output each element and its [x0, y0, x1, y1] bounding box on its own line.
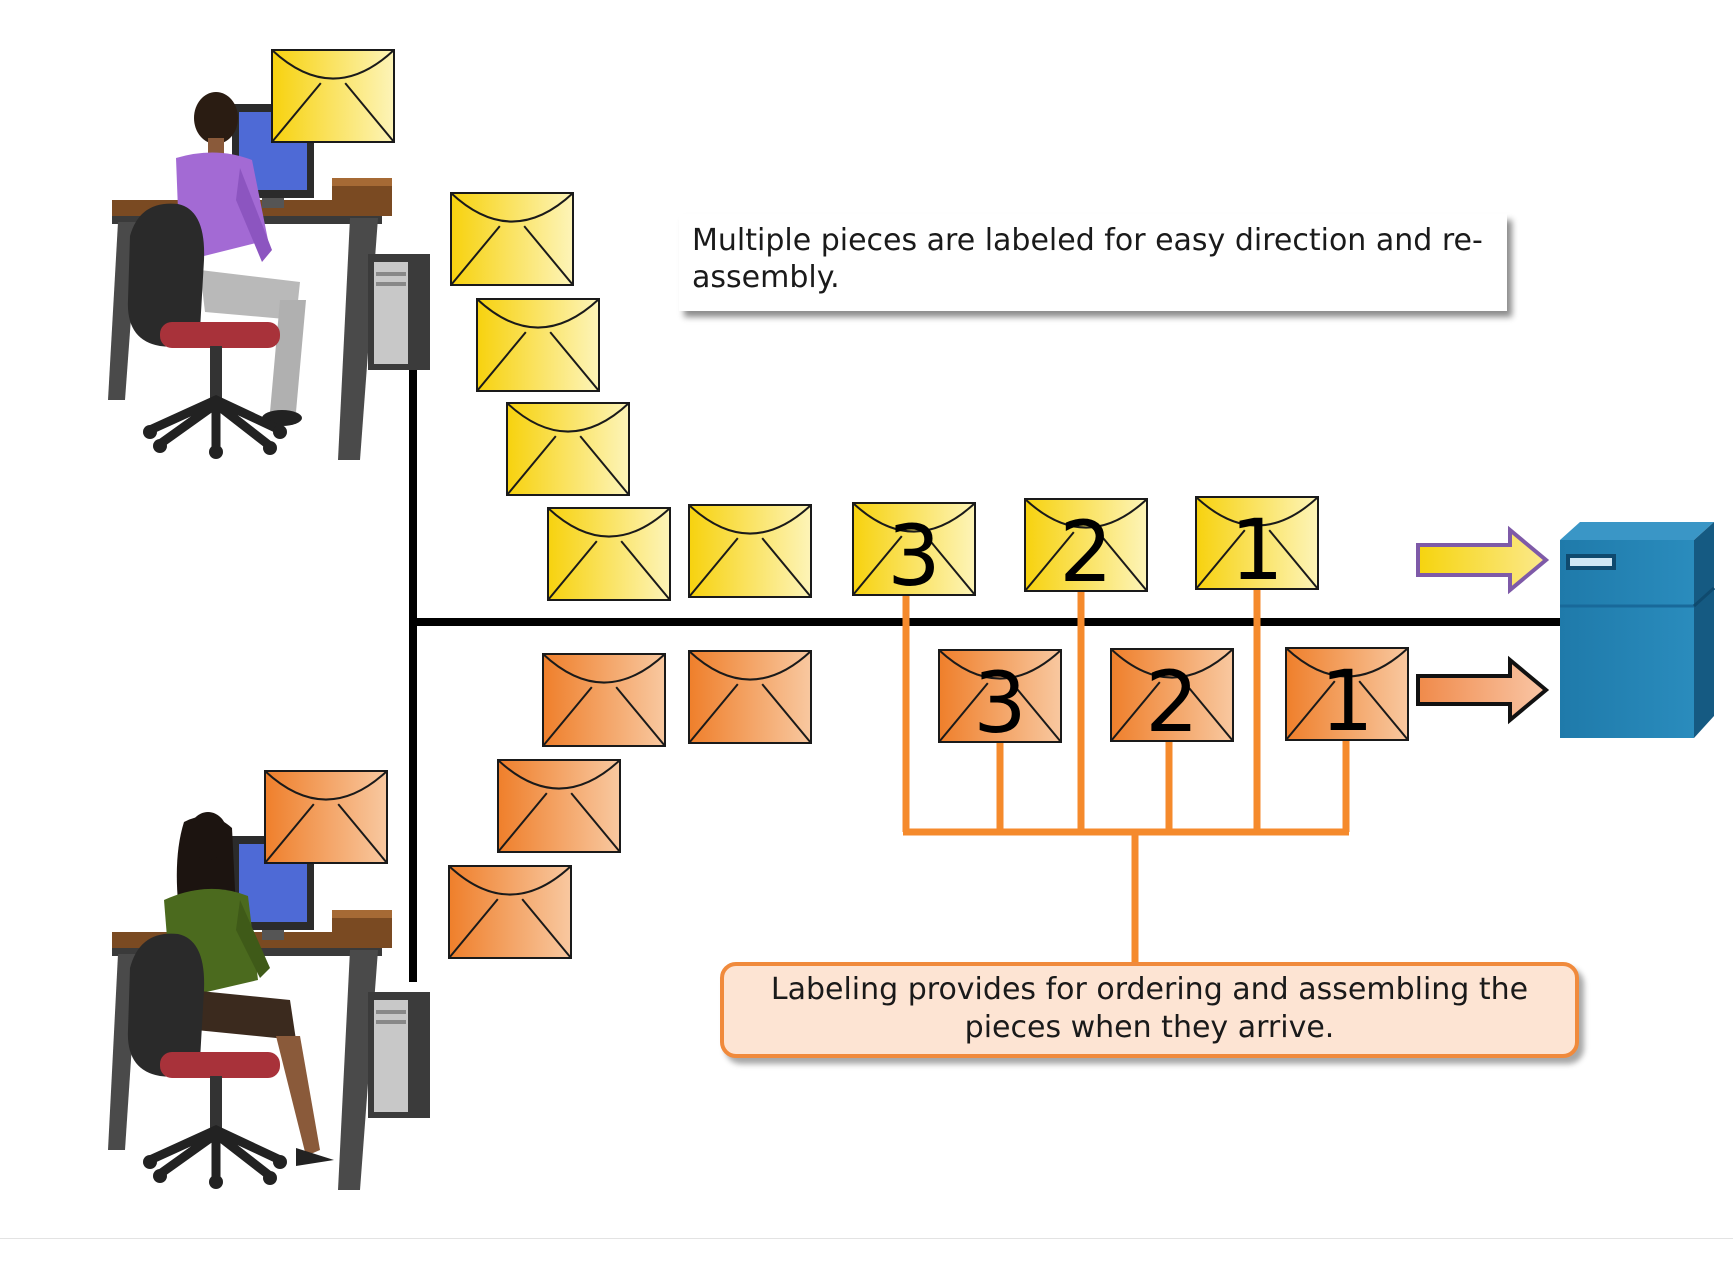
callout-top: Multiple pieces are labeled for easy dir… [679, 214, 1507, 311]
envelope-orange-labeled-2: 2 [1110, 648, 1234, 751]
computer-user-female-icon [108, 812, 430, 1190]
segment-number-label: 1 [1320, 652, 1373, 750]
envelope-orange [688, 650, 812, 744]
envelope-orange [448, 865, 572, 959]
envelope-yellow [506, 402, 630, 496]
callout-bottom: Labeling provides for ordering and assem… [720, 962, 1579, 1058]
computer-user-male-icon [108, 92, 430, 460]
server-icon [1560, 522, 1716, 738]
envelope-yellow [688, 504, 812, 598]
envelope-yellow-labeled-3: 3 [852, 502, 976, 605]
segment-number-label: 2 [1145, 653, 1198, 751]
envelope-yellow-labeled-2: 2 [1024, 498, 1148, 601]
orange-bracket-lines [902, 588, 1350, 965]
arrow-right-icon [1416, 525, 1550, 595]
envelope-yellow [547, 507, 671, 601]
envelope-yellow [450, 192, 574, 286]
envelope-yellow-sender [271, 49, 395, 143]
envelope-orange [497, 759, 621, 853]
segment-number-label: 1 [1230, 501, 1283, 599]
envelope-yellow-labeled-1: 1 [1195, 496, 1319, 599]
envelope-orange-labeled-1: 1 [1285, 647, 1409, 750]
segment-number-label: 3 [973, 654, 1026, 752]
segment-number-label: 3 [887, 507, 940, 605]
arrow-right-icon [1416, 655, 1550, 725]
envelope-orange-labeled-3: 3 [938, 649, 1062, 752]
bottom-divider [0, 1238, 1733, 1239]
envelope-orange [542, 653, 666, 747]
segment-number-label: 2 [1059, 503, 1112, 601]
network-lines [409, 326, 1560, 982]
envelope-orange-sender [264, 770, 388, 864]
envelope-yellow [476, 298, 600, 392]
